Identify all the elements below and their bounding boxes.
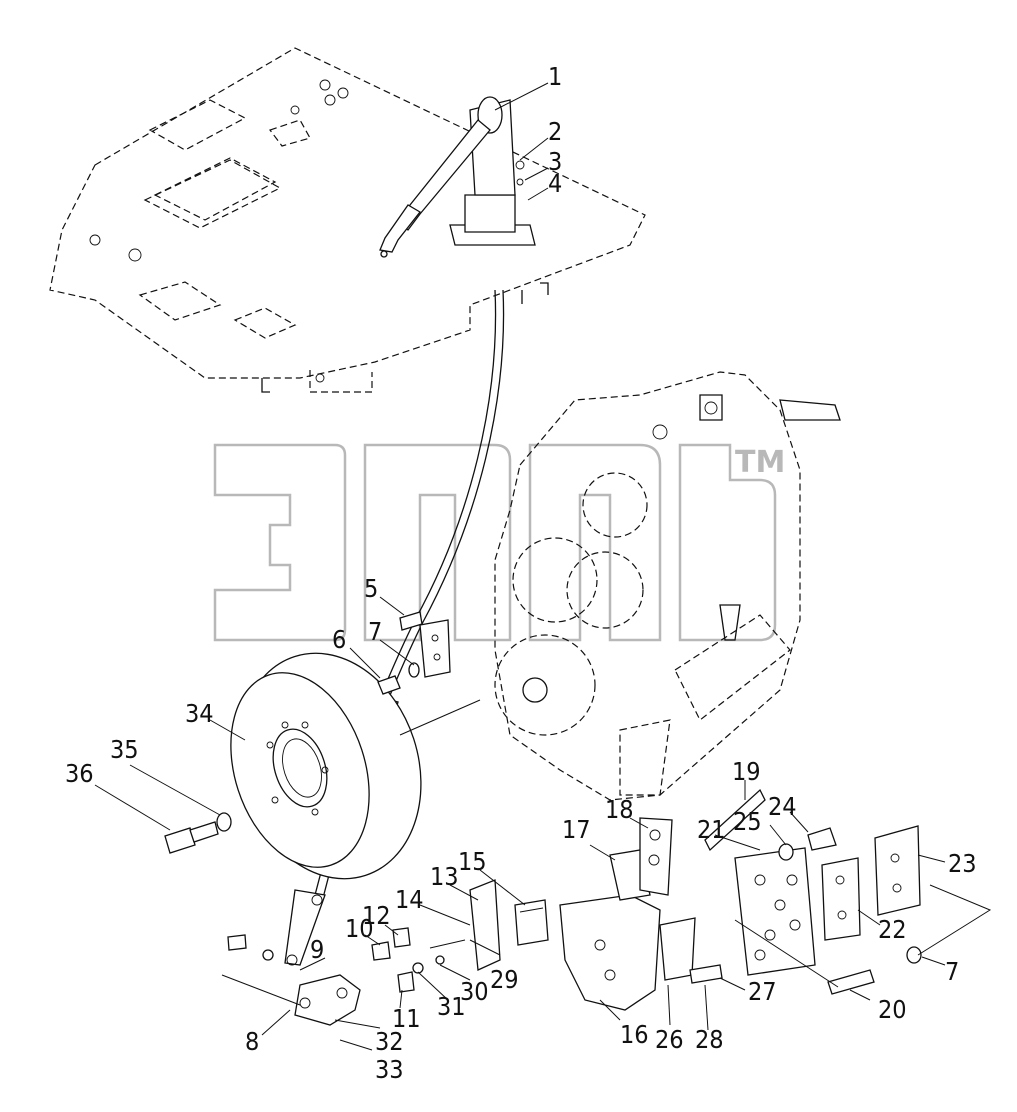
label-12: 12 <box>362 901 391 930</box>
label-8: 8 <box>245 1027 259 1056</box>
label-27: 27 <box>748 977 777 1006</box>
label-28: 28 <box>695 1025 724 1054</box>
label-25: 25 <box>733 807 762 836</box>
label-3: 3 <box>548 147 562 176</box>
label-29: 29 <box>490 965 519 994</box>
label-13: 13 <box>430 862 459 891</box>
transmission <box>494 371 841 801</box>
mounting-bolt <box>164 812 232 854</box>
label-6: 6 <box>332 625 346 654</box>
label-10: 10 <box>345 914 374 943</box>
label-24: 24 <box>768 792 797 821</box>
label-17: 17 <box>562 815 591 844</box>
label-19: 19 <box>732 757 761 786</box>
label-5: 5 <box>364 574 378 603</box>
cable-bracket <box>377 611 451 695</box>
label-2: 2 <box>548 117 562 146</box>
brake-caliper-assembly <box>227 879 549 1026</box>
label-1: 1 <box>548 62 562 91</box>
label-18: 18 <box>605 795 634 824</box>
label-33: 33 <box>375 1055 404 1084</box>
label-11: 11 <box>392 1004 421 1033</box>
label-30: 30 <box>460 977 489 1006</box>
label-23: 23 <box>948 849 977 878</box>
watermark-logo: TM <box>213 443 785 642</box>
label-22: 22 <box>878 915 907 944</box>
label-20: 20 <box>878 995 907 1024</box>
leader-lines <box>94 82 946 1051</box>
watermark-tm: TM <box>735 445 785 480</box>
label-26: 26 <box>655 1025 684 1054</box>
part-labels: 1 2 3 4 5 6 7 7 8 9 10 11 12 13 14 15 16… <box>65 62 977 1084</box>
label-9: 9 <box>310 935 324 964</box>
brake-shoe-assembly <box>559 788 992 1011</box>
label-21: 21 <box>697 815 726 844</box>
label-31: 31 <box>437 992 466 1021</box>
label-15: 15 <box>458 847 487 876</box>
label-14: 14 <box>395 885 424 914</box>
label-34: 34 <box>185 699 214 728</box>
label-7a: 7 <box>368 617 382 646</box>
brake-disc <box>230 652 481 880</box>
floor-plate <box>49 47 646 393</box>
label-35: 35 <box>110 735 139 764</box>
label-7b: 7 <box>945 957 959 986</box>
parking-brake-lever <box>379 96 536 258</box>
label-32: 32 <box>375 1027 404 1056</box>
label-4: 4 <box>548 169 562 198</box>
label-36: 36 <box>65 759 94 788</box>
label-16: 16 <box>620 1020 649 1049</box>
